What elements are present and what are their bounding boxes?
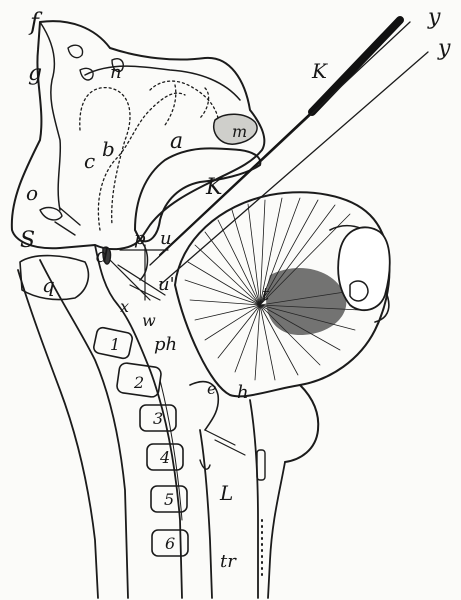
turbinate-dots-5 — [200, 88, 209, 118]
maxilla-small — [40, 208, 62, 220]
label-a: a — [170, 129, 183, 154]
label-t: t — [262, 284, 270, 305]
label-y2: y — [437, 36, 451, 61]
label-ph: ph — [154, 334, 177, 355]
turbinate-middle — [98, 93, 185, 230]
label-k-top: K — [311, 59, 328, 83]
spinal-column-front — [40, 260, 128, 598]
label-u-prime: u' — [158, 274, 175, 295]
mandible-outline — [285, 385, 318, 462]
label-p: p — [134, 228, 146, 249]
thyroid-cartilage — [257, 450, 265, 480]
label-q: q — [42, 273, 55, 297]
label-vertebra-4: 4 — [159, 448, 170, 467]
label-b: b — [102, 137, 115, 161]
lip-tooth — [338, 227, 390, 310]
turbinate-superior — [150, 81, 218, 118]
premaxilla — [55, 208, 80, 235]
ethmoid-cell-1 — [68, 45, 83, 57]
frontal-bone — [40, 22, 60, 210]
label-s: S — [20, 228, 35, 253]
turbinate-dots-4 — [165, 85, 176, 125]
neck-front — [268, 462, 285, 598]
label-vertebra-1: 1 — [110, 335, 120, 354]
label-vertebra-3: 3 — [153, 409, 163, 428]
hyoid-lines — [205, 430, 245, 455]
label-l: L — [219, 481, 233, 505]
label-vertebra-5: 5 — [164, 490, 174, 509]
label-c: c — [84, 149, 95, 173]
soft-palate — [135, 148, 260, 241]
nasal-cavity-roof — [85, 66, 240, 100]
label-h: h — [237, 382, 249, 403]
label-n: n — [110, 62, 122, 83]
label-y1: y — [427, 5, 441, 30]
label-vertebra-6: 6 — [165, 534, 175, 553]
label-o: o — [26, 181, 38, 205]
label-u: u — [160, 228, 172, 249]
label-k-mid: K — [205, 175, 224, 200]
label-e: e — [207, 379, 216, 398]
spinal-column-back — [18, 270, 98, 598]
larynx-front — [250, 400, 258, 598]
label-d: d — [96, 243, 109, 267]
label-vertebra-2: 2 — [133, 373, 144, 392]
label-m: m — [232, 122, 247, 141]
larynx-outline — [200, 430, 212, 598]
label-g: g — [28, 61, 42, 86]
label-tr: tr — [220, 551, 237, 572]
label-w: w — [142, 311, 156, 330]
label-x: x — [120, 297, 129, 316]
